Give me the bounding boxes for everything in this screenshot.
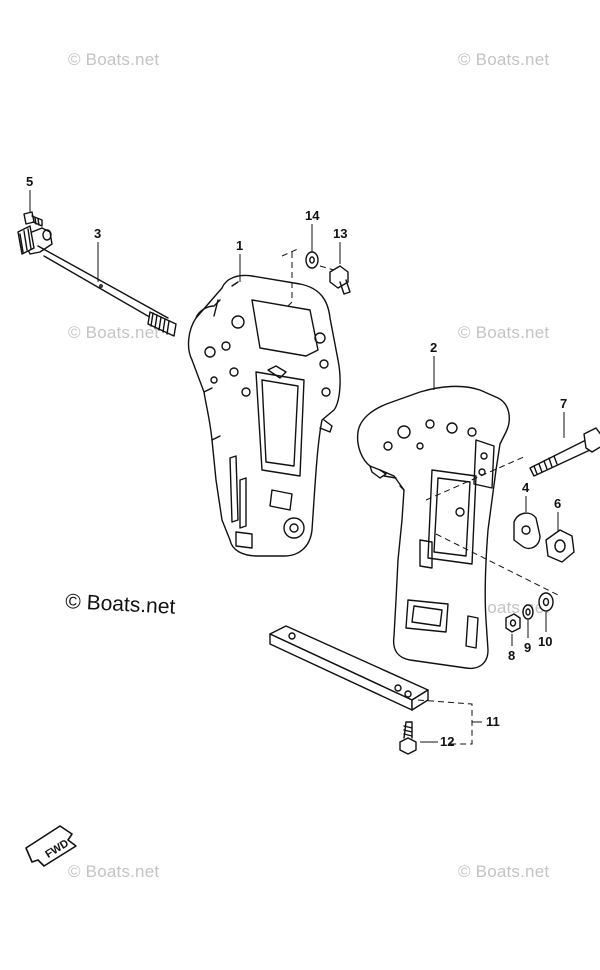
watermark: © Boats.net [68, 50, 160, 69]
callout-4: 4 [522, 480, 530, 495]
washer-part-10 [538, 592, 554, 612]
dashed-line-14 [281, 247, 301, 307]
callout-8: 8 [508, 648, 515, 663]
watermark: © Boats.net [68, 862, 160, 881]
dashed-line-7 [425, 455, 527, 501]
bolt-part-7 [529, 427, 600, 477]
callout-3: 3 [94, 226, 101, 241]
dashed-bracket-11 [417, 699, 473, 745]
callout-9: 9 [524, 640, 531, 655]
nut-part-6 [545, 529, 575, 563]
nut-part-8 [505, 613, 521, 633]
clamp-bracket-part-2 [356, 385, 510, 670]
dashed-line-13 [319, 265, 335, 271]
callout-2: 2 [430, 340, 437, 355]
callout-13: 13 [333, 226, 347, 241]
bolt-part-12 [399, 721, 417, 755]
callout-12: 12 [440, 734, 454, 749]
bolt-part-5 [23, 211, 43, 227]
watermark: © Boats.net [68, 323, 160, 342]
dashed-line-10 [435, 533, 561, 597]
clamp-bracket-part-1 [187, 274, 341, 557]
callout-1: 1 [236, 238, 243, 253]
callout-5: 5 [26, 174, 33, 189]
shaft-part-3 [17, 225, 177, 337]
callout-6: 6 [554, 496, 561, 511]
callout-11: 11 [486, 714, 500, 729]
watermark: © Boats.net [458, 862, 550, 881]
bolt-part-13 [329, 265, 351, 295]
watermark: © Boats.net [458, 323, 550, 342]
washer-part-14 [305, 251, 319, 269]
fwd-arrow-icon [25, 825, 77, 867]
callout-14: 14 [305, 208, 320, 223]
callout-10: 10 [538, 634, 552, 649]
watermark: © Boats.net [458, 50, 550, 69]
callout-7: 7 [560, 396, 567, 411]
washer-part-9 [522, 604, 534, 620]
plate-part-4 [513, 512, 541, 550]
spacer-plate-part-11 [269, 625, 429, 711]
